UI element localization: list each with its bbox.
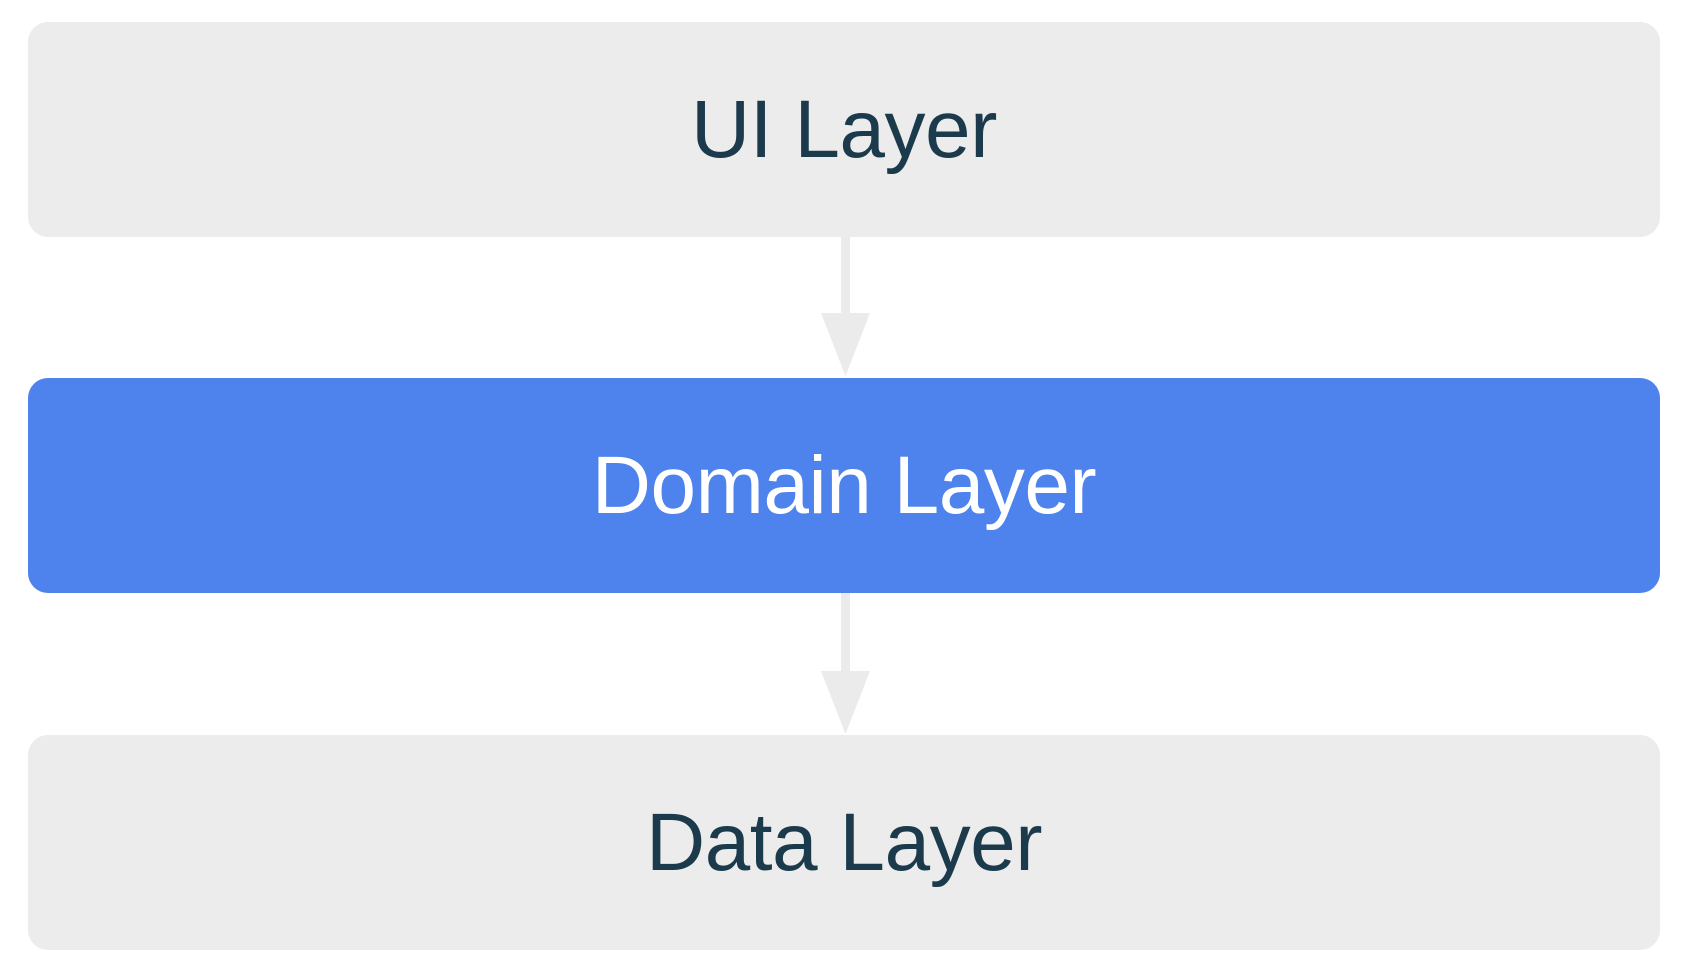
arrow-domain-to-data-shape — [821, 593, 870, 734]
node-domain-layer[interactable]: Domain Layer — [28, 378, 1660, 593]
node-domain-layer-label: Domain Layer — [591, 439, 1097, 531]
node-ui-layer-label: UI Layer — [691, 83, 997, 175]
node-data-layer-label: Data Layer — [645, 796, 1043, 888]
arrow-ui-to-domain-shape — [821, 237, 870, 376]
node-data-layer[interactable]: Data Layer — [28, 735, 1660, 950]
node-ui-layer[interactable]: UI Layer — [28, 22, 1660, 237]
